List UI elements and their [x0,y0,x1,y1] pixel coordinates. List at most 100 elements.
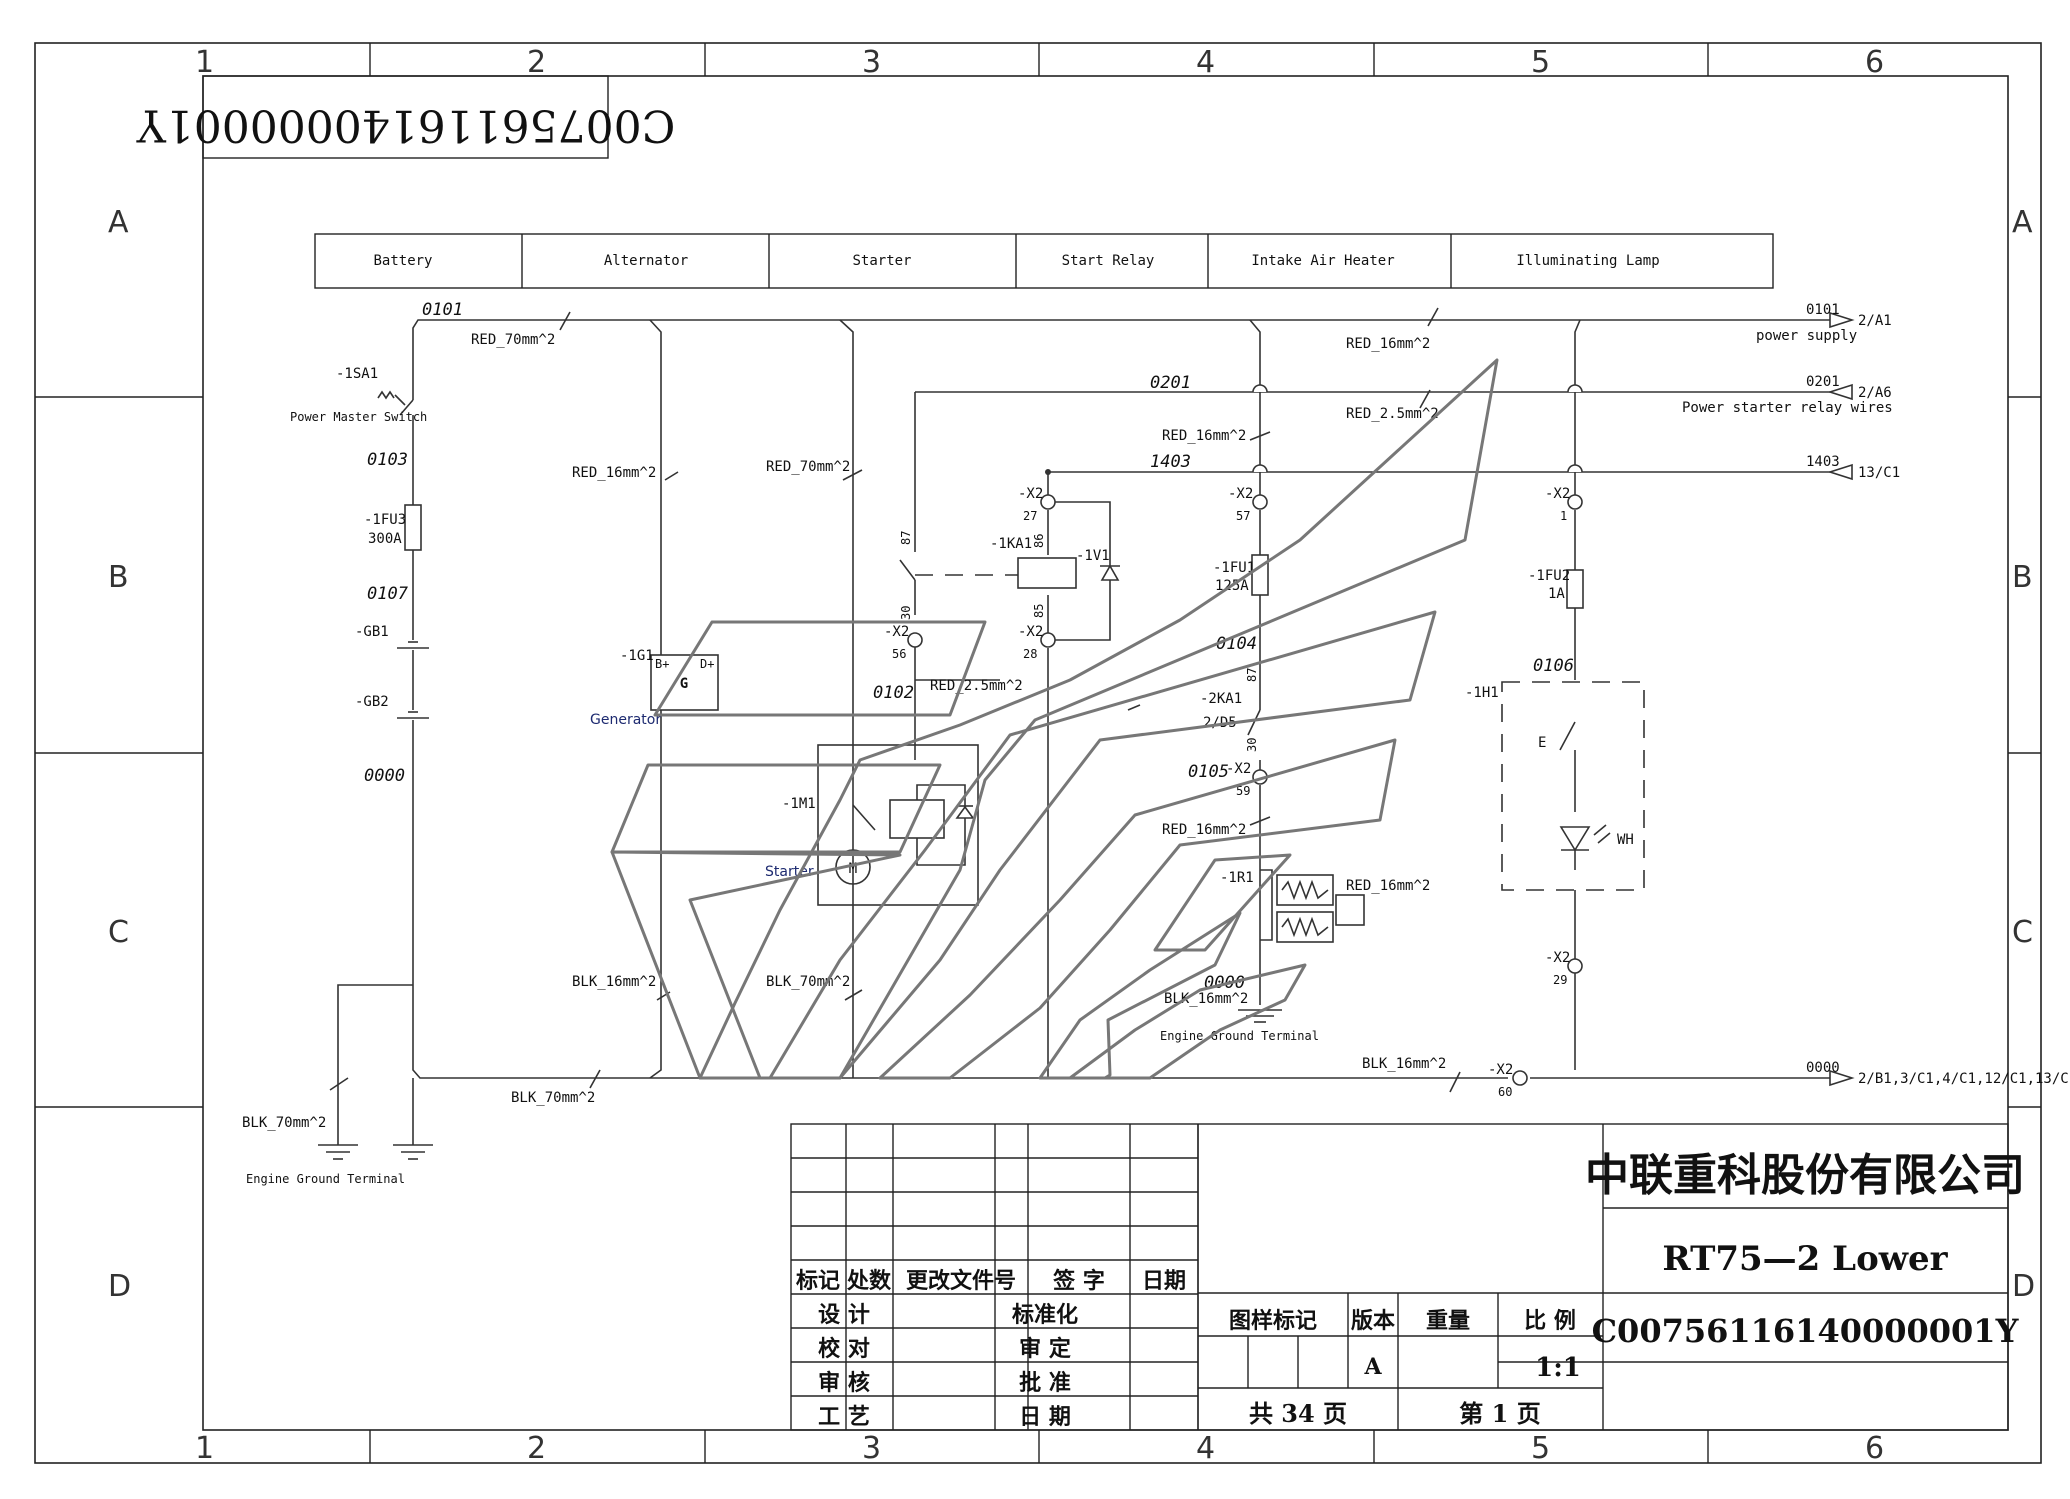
off-sheet-refs: 0101 power supply 2/A1 0201 Power starte… [1682,302,2070,1087]
wire-red70-starter: RED_70mm^2 [766,459,850,475]
wire-red16-top: RED_16mm^2 [1346,336,1430,352]
generator-b-plus: B+ [655,657,669,671]
header-starter: Starter [852,253,911,269]
header-battery: Battery [373,253,432,269]
ref-1403-target: 13/C1 [1858,465,1900,481]
label-fu1: -1FU1 [1213,560,1255,576]
label-fu3: -1FU3 [364,512,406,528]
ref-0201-target: 2/A6 [1858,385,1892,401]
company-logo-watermark [610,358,1499,1080]
label-sa1-desc: Power Master Switch [290,410,427,424]
col-scale: 比 例 [1524,1308,1576,1334]
role-check: 校 对 [818,1336,870,1362]
x2-28: 28 [1023,647,1037,661]
generator-symbol: G [680,676,688,692]
label-r1: -1R1 [1220,870,1254,886]
starter-motor-symbol: M [849,861,857,877]
generator-d-plus: D+ [700,657,714,671]
x2-59: 59 [1236,784,1250,798]
wire-red16-heater-feed: RED_16mm^2 [1162,822,1246,838]
x2-29-tag: -X2 [1545,950,1570,966]
section-header: Battery Alternator Starter Start Relay I… [314,233,1774,289]
net-1403: 1403 [1150,452,1191,472]
label-m1: -1M1 [782,796,816,812]
title-block: 中联重科股份有限公司 RT75—2 Lower C007561161400000… [790,1123,2025,1431]
x2-1-tag: -X2 [1545,486,1570,502]
col-label-5-bottom: 5 [1531,1431,1550,1466]
label-h1: -1H1 [1465,685,1499,701]
row-label-a-right: A [2012,205,2033,240]
version-value: A [1363,1354,1382,1380]
pin-85: 85 [1032,604,1046,618]
header-start-relay: Start Relay [1062,253,1155,269]
net-labels: 0101 0103 0107 0000 0201 1403 0102 0104 … [364,300,1574,993]
x2-60: 60 [1498,1085,1512,1099]
scale-value: 1:1 [1535,1353,1581,1383]
wire-blk70-ground: BLK_70mm^2 [242,1115,326,1131]
drawing-number-upside-down: C00756116140000001Y [136,100,676,151]
col-weight: 重量 [1426,1308,1470,1334]
role-approve-check: 审 定 [1019,1336,1071,1362]
x2-1: 1 [1560,509,1567,523]
wire-blk70-starter: BLK_70mm^2 [766,974,850,990]
wire-blk16-alternator: BLK_16mm^2 [572,974,656,990]
net-0103: 0103 [367,450,408,470]
col-drawing-mark: 图样标记 [1229,1308,1317,1334]
header-intake-air-heater: Intake Air Heater [1251,253,1394,269]
row-label-c: C [108,915,129,950]
rev-header-doc: 更改文件号 [906,1268,1016,1294]
label-gb1: -GB1 [355,624,389,640]
col-label-1-bottom: 1 [195,1431,214,1466]
pin-86: 86 [1032,534,1046,548]
label-engine-ground: Engine Ground Terminal [246,1172,405,1186]
pin-87-2ka1: 87 [1245,668,1259,682]
wire-red25: RED_2.5mm^2 [930,678,1023,694]
role-process: 工 艺 [818,1404,870,1430]
row-label-d: D [108,1269,131,1304]
x2-56: 56 [892,647,906,661]
row-label-b: B [108,560,129,595]
net-0106: 0106 [1533,656,1574,676]
role-design: 设 计 [818,1302,870,1328]
role-standardize: 标准化 [1012,1302,1078,1328]
drawing-number-box [202,75,609,159]
intake-heater: -1R1 Engine Ground Terminal [1160,869,1365,1043]
pin-30-2ka1: 30 [1245,738,1259,752]
col-label-3: 3 [862,45,881,80]
terminals: -X2 27 -X2 28 -X2 56 -X2 57 -X2 59 -X2 1… [884,486,1583,1099]
label-2ka1: -2KA1 [1200,691,1242,707]
wire-red25-top: RED_2.5mm^2 [1346,406,1439,422]
company-name: 中联重科股份有限公司 [1585,1150,2025,1201]
fuse-fu1: -1FU1 125A [1213,554,1269,596]
ref-0201-net: 0201 [1806,374,1840,390]
rev-header-sign: 签 字 [1052,1268,1105,1294]
grid-ticks [35,43,2041,1463]
net-0102: 0102 [873,683,914,703]
rev-header-count: 处数 [846,1268,892,1294]
relay-contact-2ka1: 87 30 -2KA1 2/D5 [1200,668,1261,752]
lamp-e-symbol: E [1538,735,1546,751]
model-name: RT75—2 Lower [1662,1239,1948,1279]
col-version: 版本 [1351,1308,1395,1334]
power-master-switch: -1SA1 Power Master Switch [290,366,427,424]
x2-59-tag: -X2 [1226,761,1251,777]
ref-1403-net: 1403 [1806,454,1840,470]
label-generator: Generator [590,712,661,728]
ref-0201-desc: Power starter relay wires [1682,400,1893,416]
header-alternator: Alternator [604,253,688,269]
ref-0000-target: 2/B1,3/C1,4/C1,12/C1,13/C1 [1858,1071,2070,1087]
start-relay: 87 30 86 85 -1KA1 -1V1 [899,531,1120,620]
col-label-2-bottom: 2 [527,1431,546,1466]
wire-crossings [1045,384,1583,475]
net-0201: 0201 [1150,373,1191,393]
label-fu3-rating: 300A [368,531,402,547]
x2-28-tag: -X2 [1018,624,1043,640]
x2-27: 27 [1023,509,1037,523]
label-wh: WH [1617,832,1634,848]
net-0107: 0107 [367,584,409,604]
x2-57: 57 [1236,509,1250,523]
col-label-2: 2 [527,45,546,80]
label-sa1: -1SA1 [336,366,378,382]
rev-header-mark: 标记 [796,1268,840,1294]
